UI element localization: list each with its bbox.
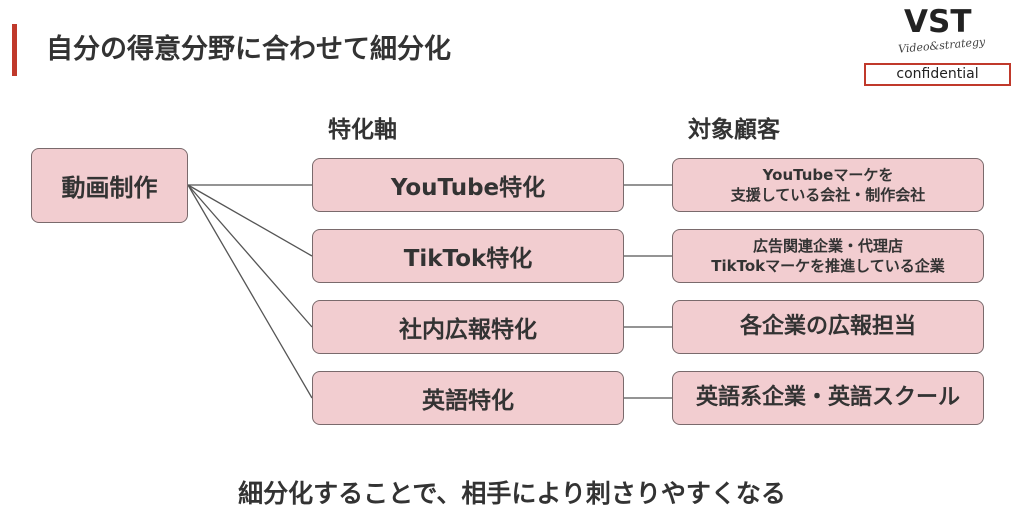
footer-message: 細分化することで、相手により刺さりやすくなる <box>238 479 786 508</box>
target-line: 広告関連企業・代理店 <box>752 237 903 255</box>
connector-root-tiktok <box>187 184 313 257</box>
target-line: YouTubeマーケを <box>762 166 894 184</box>
header-axis: 特化軸 <box>328 117 397 143</box>
target-node-internal-pr: 各企業の広報担当 <box>672 300 984 354</box>
connector-root-pr <box>187 184 313 328</box>
target-line: TikTokマーケを推進している企業 <box>711 257 945 275</box>
confidential-badge: confidential <box>864 63 1011 86</box>
header-target: 対象顧客 <box>688 117 780 143</box>
logo-main-text: VST <box>904 4 972 40</box>
page-title: 自分の得意分野に合わせて細分化 <box>46 34 451 65</box>
axis-node-tiktok: TikTok特化 <box>312 229 624 283</box>
axis-node-english: 英語特化 <box>312 371 624 425</box>
target-node-youtube: YouTubeマーケを 支援している会社・制作会社 <box>672 158 984 212</box>
root-node: 動画制作 <box>31 148 188 223</box>
target-line: 各企業の広報担当 <box>739 314 916 339</box>
title-accent-bar <box>12 24 17 76</box>
axis-node-youtube: YouTube特化 <box>312 158 624 212</box>
target-node-tiktok: 広告関連企業・代理店 TikTokマーケを推進している企業 <box>672 229 984 283</box>
target-line: 支援している会社・制作会社 <box>730 186 926 204</box>
target-line: 英語系企業・英語スクール <box>695 385 960 410</box>
vst-logo: VST Video&strategy <box>878 4 996 60</box>
connector-root-english <box>187 184 313 399</box>
axis-node-internal-pr: 社内広報特化 <box>312 300 624 354</box>
target-node-english: 英語系企業・英語スクール <box>672 371 984 425</box>
